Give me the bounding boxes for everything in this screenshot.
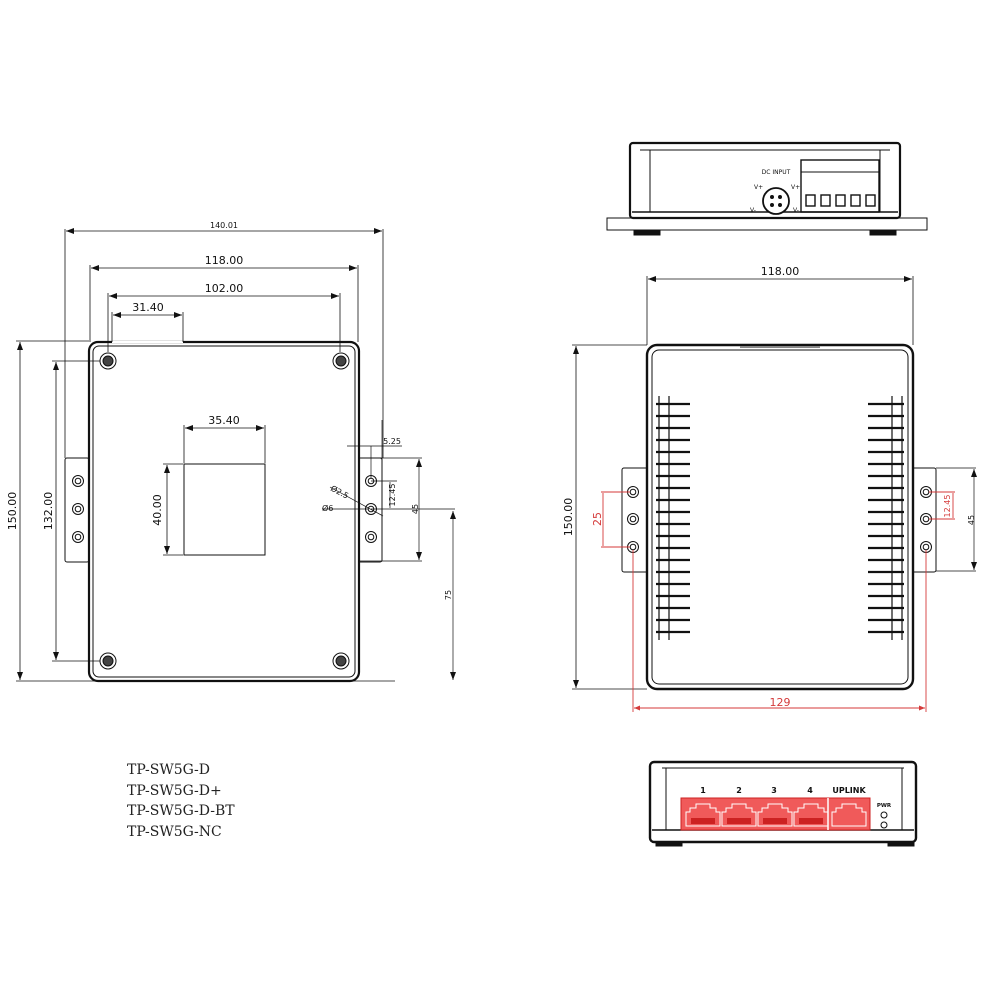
pin-label-vplus-right: V+	[791, 184, 800, 191]
pin-label-vplus-left: V+	[754, 184, 763, 191]
model-name: TP-SW5G-D-BT	[127, 803, 235, 819]
dim-ear-offset: 5.25	[383, 437, 401, 446]
dim-body-width: 118.00	[205, 254, 244, 267]
dim-label-height: 40.00	[151, 494, 164, 526]
dim-overall-width: 140.01	[210, 221, 238, 230]
rear-view	[606, 141, 928, 236]
dim-body-height: 150.00	[6, 492, 19, 531]
rear-view-labels: DC INPUT V+ V- V+ V-	[750, 169, 800, 214]
dim-label-width: 35.40	[208, 414, 240, 427]
dim-ear-height: 45	[411, 504, 420, 514]
port-label-uplink: UPLINK	[832, 786, 866, 795]
port-label-3: 3	[771, 786, 777, 795]
dim-offset-x: 31.40	[132, 301, 164, 314]
dim-screw-spacing-x: 102.00	[205, 282, 244, 295]
pin-label-vminus-right: V-	[793, 207, 799, 214]
front-view	[648, 760, 918, 847]
port-label-4: 4	[807, 786, 813, 795]
top-view-red-dimensions	[601, 491, 955, 712]
model-list: TP-SW5G-D TP-SW5G-D+ TP-SW5G-D-BT TP-SW5…	[127, 760, 235, 842]
dim-top-hole-span: 25	[591, 512, 604, 526]
dim-top-ear-height: 45	[967, 515, 976, 525]
bottom-view	[16, 228, 456, 683]
port-label-1: 1	[700, 786, 706, 795]
dim-ear-center-height: 75	[444, 590, 453, 600]
dim-hole-pitch: 12.45	[388, 484, 397, 507]
dc-input-label: DC INPUT	[762, 169, 791, 176]
dim-top-body-width: 118.00	[761, 265, 800, 278]
model-name: TP-SW5G-D+	[127, 782, 222, 799]
front-view-labels: 1 2 3 4 UPLINK PWR	[700, 786, 892, 809]
model-name: TP-SW5G-D	[127, 762, 211, 778]
dim-top-body-height: 150.00	[562, 498, 575, 537]
port-label-2: 2	[736, 786, 742, 795]
top-view-dimension-labels: 118.00 150.00 25 12.45 45 129	[562, 265, 976, 709]
top-view	[572, 276, 977, 691]
dim-hole-outer-dia: Ø6	[322, 503, 333, 513]
dim-top-hole-pitch: 12.45	[943, 495, 952, 518]
pin-label-vminus-left: V-	[750, 207, 756, 214]
dim-top-overall-width: 129	[770, 696, 791, 709]
dim-screw-spacing-y: 132.00	[42, 492, 55, 531]
pwr-led-label: PWR	[877, 803, 892, 809]
model-name: TP-SW5G-NC	[127, 823, 222, 840]
